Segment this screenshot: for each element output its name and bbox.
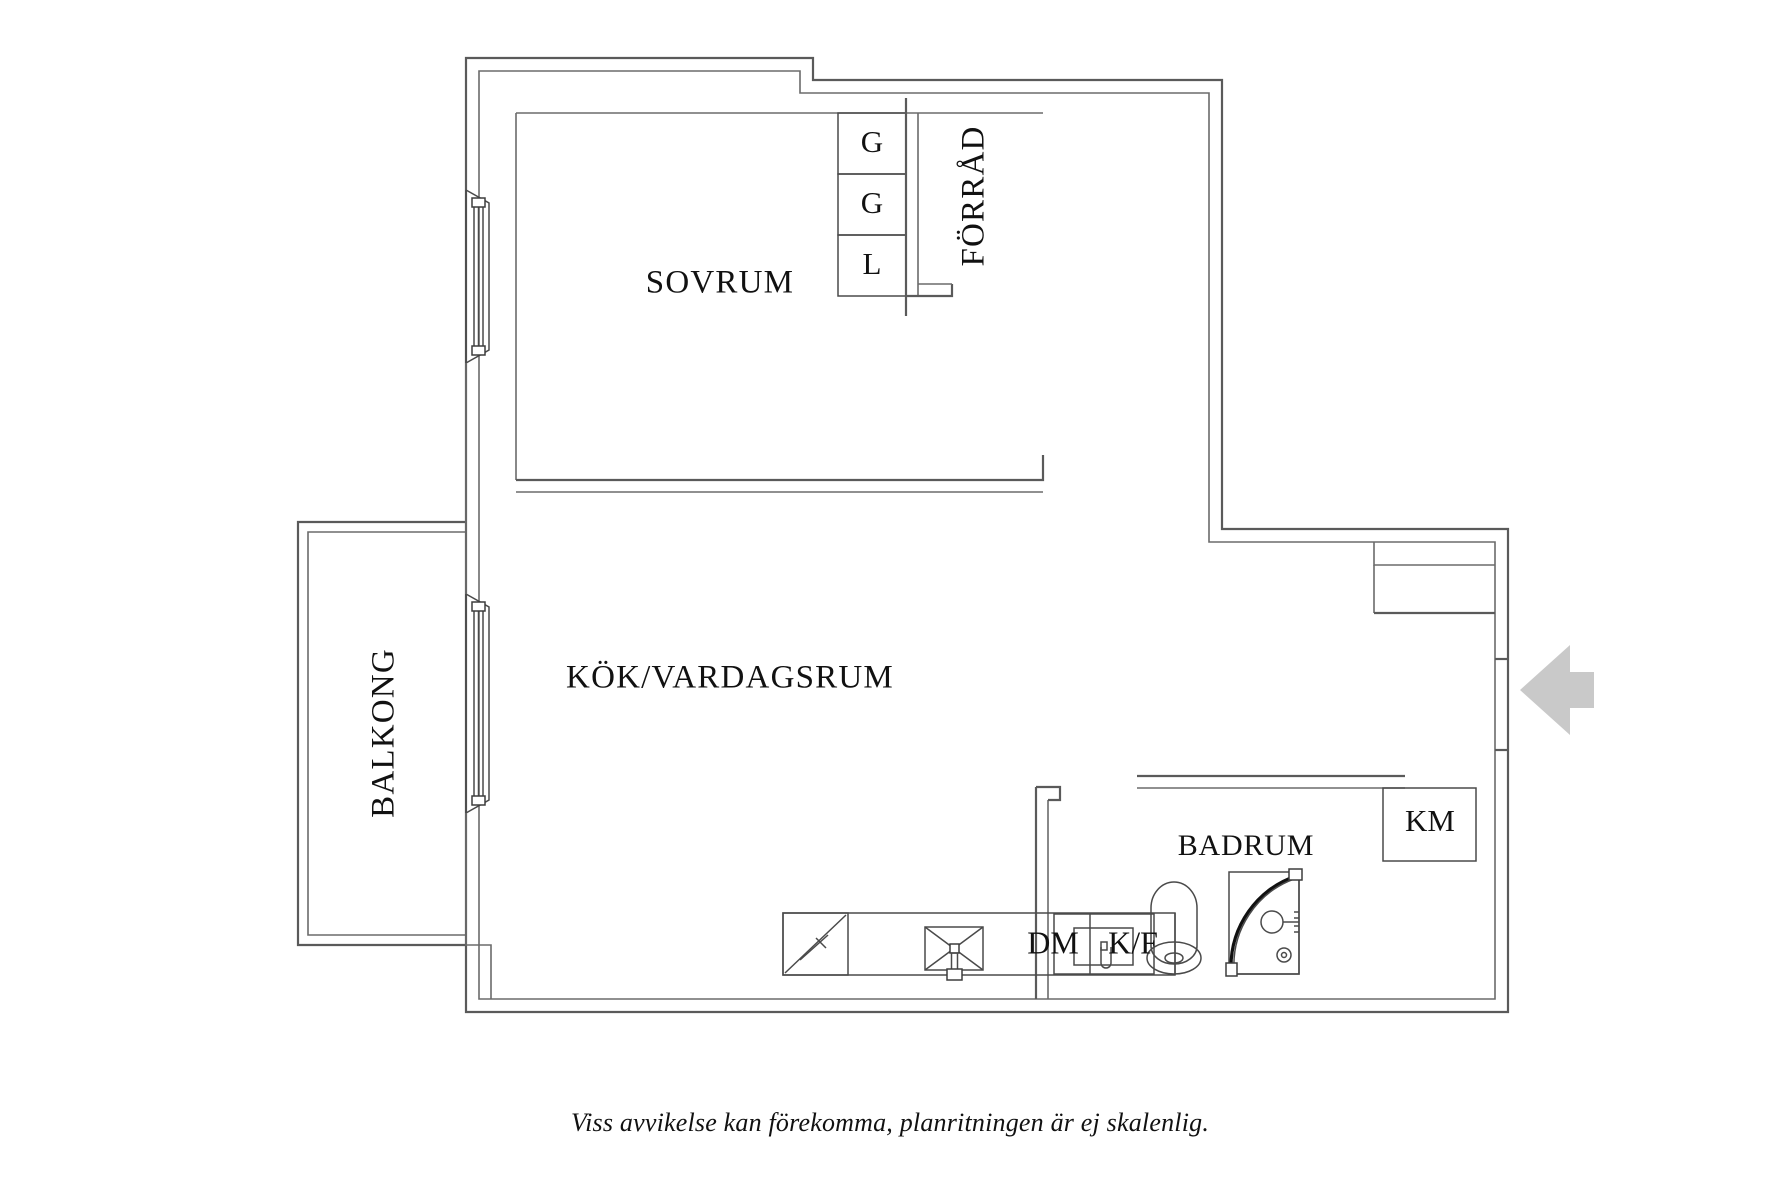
- room-label-balkong: BALKONG: [366, 648, 402, 818]
- room-label-sovrum: SOVRUM: [646, 265, 794, 301]
- hall-alcove: [1373, 542, 1495, 615]
- window-kok: [465, 593, 490, 814]
- room-sovrum[interactable]: SOVRUM: [515, 112, 1045, 493]
- appliance-label-kf: K/F: [1108, 924, 1158, 960]
- closet-km[interactable]: KM: [1382, 787, 1477, 862]
- room-forrad[interactable]: FÖRRÅD: [904, 98, 992, 316]
- room-label-kok-vardagsrum: KÖK/VARDAGSRUM: [566, 660, 894, 696]
- plan-disclaimer-caption: Viss avvikelse kan förekomma, planritnin…: [570, 1108, 1210, 1137]
- dishwasher-cell[interactable]: DM: [1027, 913, 1091, 975]
- room-label-badrum: BADRUM: [1178, 829, 1315, 862]
- entry-arrow-icon: [1520, 645, 1594, 735]
- bathroom-sink-icon: [1053, 913, 1155, 975]
- fridge-freezer-cell[interactable]: K/F: [1108, 913, 1176, 975]
- room-kok-vardagsrum[interactable]: KÖK/VARDAGSRUM: [566, 660, 894, 696]
- closet-label-g-upper: G: [861, 124, 883, 159]
- closet-label-km: KM: [1405, 803, 1455, 838]
- toilet-icon: [1146, 881, 1202, 975]
- kitchen-sink-icon: [924, 926, 984, 981]
- room-badrum[interactable]: BADRUM: [1034, 774, 1405, 999]
- closet-label-l: L: [863, 246, 882, 281]
- appliance-label-dm: DM: [1027, 924, 1079, 960]
- balcony-door-recess: [465, 363, 492, 999]
- entrance-door-jambs: [1495, 657, 1508, 752]
- room-label-forrad: FÖRRÅD: [955, 125, 992, 266]
- shower-icon: [1225, 868, 1303, 977]
- stove-icon: [782, 912, 849, 976]
- window-sovrum: [465, 189, 490, 364]
- room-balkong[interactable]: BALKONG: [296, 520, 466, 947]
- kitchen-counter: DM K/F: [782, 912, 1176, 981]
- closet-label-g-lower: G: [861, 185, 883, 220]
- apartment-outer-walls: [464, 56, 1510, 1014]
- closet-stack-sovrum: G G L: [837, 112, 907, 297]
